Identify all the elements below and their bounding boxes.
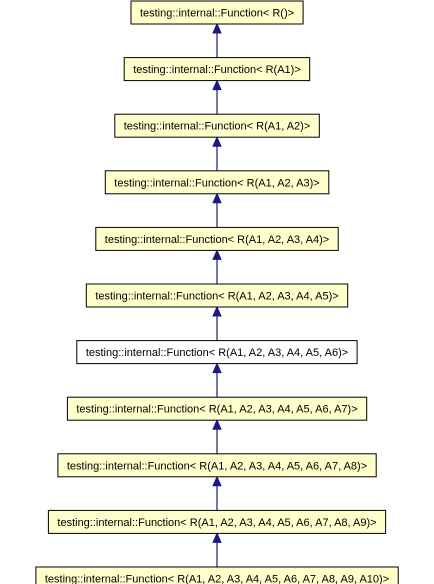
arrowhead-icon [212,305,222,317]
arrowhead-icon [212,79,222,91]
class-node-box[interactable] [85,283,349,308]
arrowhead-icon [212,192,222,204]
class-node-box[interactable] [66,396,368,421]
class-node-label: testing::internal::Function< R(A1)> [133,64,301,76]
class-node-box[interactable] [76,340,358,365]
class-node-4[interactable]: testing::internal::Function< R(A1, A2, A… [95,226,339,251]
inheritance-edge [212,249,222,284]
inheritance-edge [212,135,222,171]
class-node-10[interactable]: testing::internal::Function< R(A1, A2, A… [35,566,399,584]
class-node-box[interactable] [104,170,330,195]
inheritance-edge [212,79,222,115]
inheritance-edge [212,192,222,228]
class-node-box[interactable] [123,57,311,82]
class-node-label: testing::internal::Function< R(A1, A2, A… [67,460,367,472]
inheritance-edges [212,22,222,567]
class-node-label: testing::internal::Function< R(A1, A2, A… [114,177,319,189]
inheritance-edge [212,22,222,58]
class-node-1[interactable]: testing::internal::Function< R(A1)> [123,57,311,82]
class-node-label: testing::internal::Function< R(A1, A2, A… [45,574,389,584]
class-node-label: testing::internal::Function< R(A1, A2, A… [95,291,338,303]
arrowhead-icon [212,22,222,34]
class-node-box[interactable] [130,0,304,25]
class-node-2[interactable]: testing::internal::Function< R(A1, A2)> [114,113,320,138]
inheritance-edge [212,305,222,341]
inheritance-edge [212,418,222,454]
class-node-box[interactable] [95,226,339,251]
class-node-3[interactable]: testing::internal::Function< R(A1, A2, A… [104,170,330,195]
class-node-label: testing::internal::Function< R(A1, A2, A… [86,347,348,359]
class-node-box[interactable] [35,566,399,584]
class-node-label: testing::internal::Function< R(A1, A2)> [124,121,311,133]
class-node-box[interactable] [47,509,387,534]
inheritance-edge [212,475,222,511]
inheritance-edge [212,532,222,567]
arrowhead-icon [212,418,222,430]
class-node-9[interactable]: testing::internal::Function< R(A1, A2, A… [47,509,387,534]
class-node-label: testing::internal::Function< R()> [140,8,294,20]
arrowhead-icon [212,532,222,543]
class-node-0[interactable]: testing::internal::Function< R()> [130,0,304,25]
class-node-5[interactable]: testing::internal::Function< R(A1, A2, A… [85,283,349,308]
class-node-label: testing::internal::Function< R(A1, A2, A… [76,404,357,416]
class-nodes: testing::internal::Function< R()>testing… [35,0,399,584]
class-node-label: testing::internal::Function< R(A1, A2, A… [57,517,376,529]
class-node-box[interactable] [114,113,320,138]
arrowhead-icon [212,475,222,487]
arrowhead-icon [212,135,222,147]
class-node-7[interactable]: testing::internal::Function< R(A1, A2, A… [66,396,368,421]
inheritance-edge [212,362,222,398]
arrowhead-icon [212,362,222,374]
class-node-box[interactable] [57,453,377,478]
class-node-label: testing::internal::Function< R(A1, A2, A… [105,234,329,246]
class-node-6[interactable]: testing::internal::Function< R(A1, A2, A… [76,340,358,365]
arrowhead-icon [212,249,222,260]
class-node-8[interactable]: testing::internal::Function< R(A1, A2, A… [57,453,377,478]
